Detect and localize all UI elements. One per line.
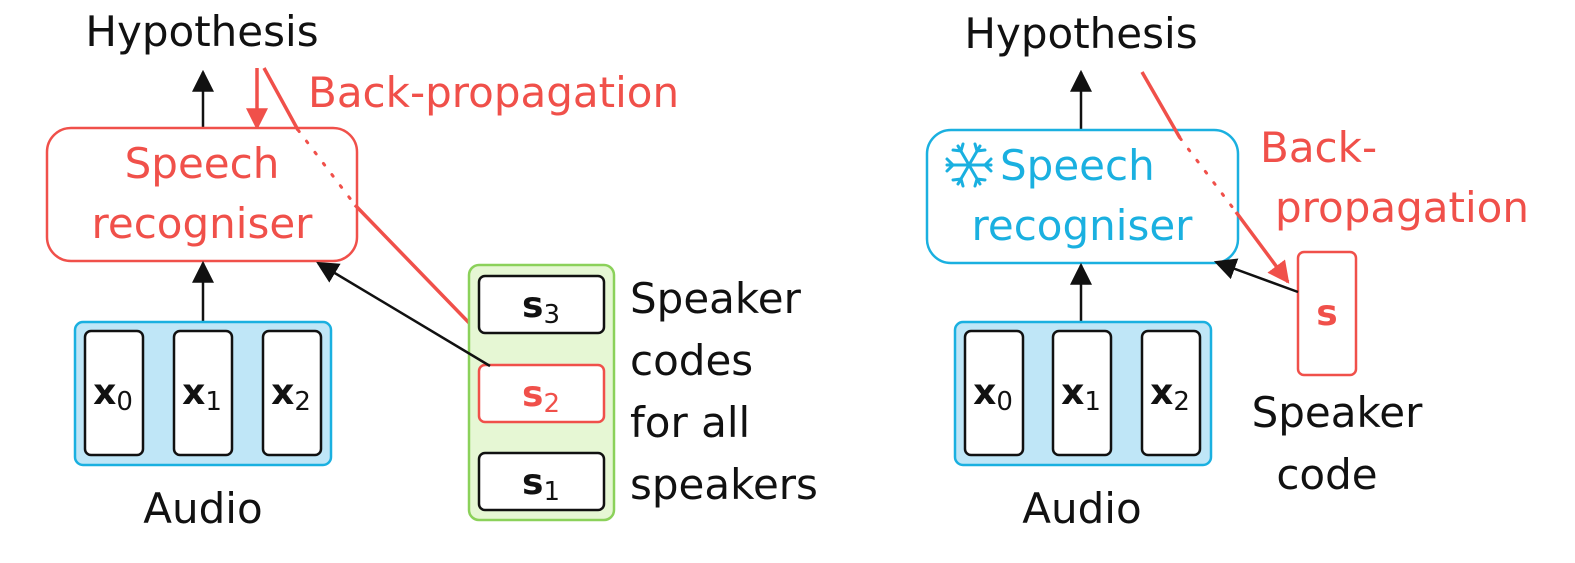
right-frame-x0 [963, 329, 1025, 457]
speaker-code-s3 [477, 274, 606, 335]
right-audio-frames: x0 x1 x2 [963, 329, 1202, 457]
speaker-codes-line1: Speaker [630, 274, 802, 323]
speaker-codes-line4: speakers [630, 460, 818, 509]
left-speaker-code-arrow [316, 261, 491, 368]
left-backprop-path-top [262, 67, 300, 131]
right-frame-x2-label: x2 [1150, 372, 1190, 417]
left-frame-x0-label: x0 [93, 372, 133, 417]
right-hypothesis-label: Hypothesis [964, 9, 1197, 58]
left-audio-frames: x0 x1 x2 [83, 329, 323, 457]
speaker-codes-line3: for all [630, 398, 750, 447]
left-frame-x1 [172, 329, 234, 457]
left-backprop-label: Back-propagation [308, 68, 679, 117]
right-frame-x1 [1051, 329, 1113, 457]
right-frame-x0-label: x0 [973, 372, 1013, 417]
speaker-code-s1-label: s1 [522, 462, 560, 507]
snowflake-icon [945, 142, 993, 188]
speaker-code-s [1296, 250, 1358, 377]
speaker-code-s-label: s [1316, 293, 1337, 334]
left-backprop-path-dotted [296, 128, 357, 207]
speaker-code-s1 [477, 451, 606, 512]
right-recogniser-line1: Speech [1000, 141, 1155, 190]
left-recogniser-line2: recogniser [92, 199, 314, 248]
speaker-code-s2 [477, 363, 606, 424]
left-diagram: Hypothesis Back-propagation Speech recog… [45, 7, 818, 533]
right-backprop-path-dotted [1178, 136, 1238, 214]
left-frame-x2 [261, 329, 323, 457]
speaker-code-label-line1: Speaker [1252, 388, 1424, 437]
right-speaker-code-arrow [1213, 258, 1299, 294]
left-frame-x0 [83, 329, 145, 457]
right-backprop-line1: Back- [1260, 123, 1377, 172]
speaker-code-s2-label: s2 [522, 374, 560, 419]
right-frame-x1-label: x1 [1061, 372, 1101, 417]
right-frame-x2 [1140, 329, 1202, 457]
right-backprop-path-top [1140, 71, 1182, 139]
right-backprop-path-bottom [1234, 210, 1290, 284]
left-frame-x1-label: x1 [182, 372, 222, 417]
right-backprop-line2: propagation [1275, 183, 1529, 232]
right-recogniser-line2: recogniser [972, 201, 1194, 250]
left-audio-label: Audio [143, 484, 262, 533]
right-audio-label: Audio [1022, 484, 1141, 533]
speaker-code-s3-label: s3 [522, 285, 560, 330]
speaker-codes-line2: codes [630, 336, 753, 385]
right-diagram: Hypothesis Speech recogniser Back- propa… [925, 9, 1529, 533]
speaker-code-label-line2: code [1276, 450, 1377, 499]
left-recogniser-line1: Speech [125, 139, 280, 188]
left-frame-x2-label: x2 [271, 372, 311, 417]
left-hypothesis-label: Hypothesis [85, 7, 318, 56]
